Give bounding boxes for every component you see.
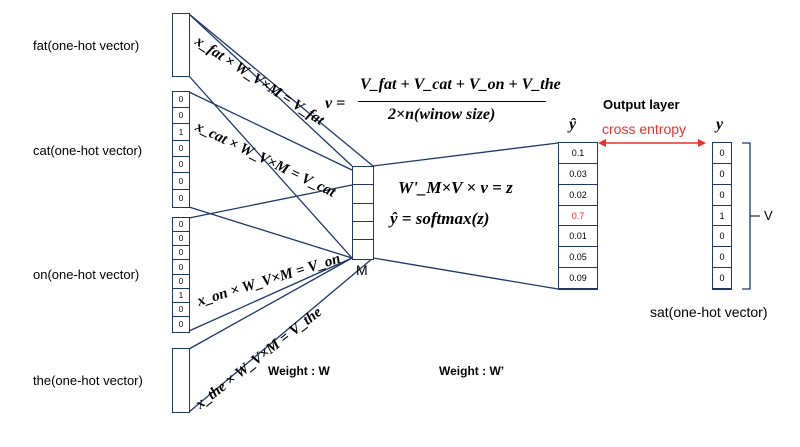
target-cell: 0 [713, 164, 731, 185]
vector-cell: 0 [173, 260, 189, 275]
edge-line [188, 257, 374, 413]
vector-on: 0 0 0 0 0 1 0 0 [172, 217, 190, 333]
hidden-cell [353, 222, 373, 240]
vector-cell: 0 [173, 173, 189, 190]
vector-cat: 0 0 1 0 0 0 0 [172, 91, 190, 208]
vector-cell: 0 [173, 157, 189, 173]
output-cell-highlight: 0.7 [559, 206, 597, 226]
vector-cell: 0 [173, 232, 189, 246]
vector-the [172, 348, 190, 413]
formula-v-lhs: v = [325, 95, 346, 112]
formula-z: W'_M×V × v = z [398, 178, 513, 197]
output-cell: 0.1 [559, 143, 597, 164]
hidden-cell [353, 204, 373, 222]
weight-w-label: Weight : W [268, 364, 330, 378]
output-cell: 0.09 [559, 268, 597, 289]
hidden-layer [352, 166, 374, 260]
vector-cell: 0 [173, 108, 189, 124]
edge-line [188, 206, 353, 259]
edge-line [188, 184, 353, 219]
target-cell: 0 [713, 143, 731, 164]
output-cell: 0.01 [559, 226, 597, 247]
vocab-size-label: V [764, 208, 773, 223]
cross-entropy-label: cross entropy [602, 121, 687, 137]
vector-cell: 0 [173, 303, 189, 317]
vector-fat [172, 13, 190, 77]
y-symbol: y [716, 116, 724, 133]
bracket-line [742, 142, 751, 290]
output-cell: 0.03 [559, 164, 597, 185]
vector-cell: 0 [173, 246, 189, 260]
output-vector: 0.1 0.03 0.02 0.7 0.01 0.05 0.09 [558, 142, 598, 290]
hidden-size-label: M [356, 262, 368, 278]
vector-cell: 0 [178, 194, 184, 203]
edge-line [188, 13, 374, 167]
formula-v-numerator: V_fat + V_cat + V_on + V_the [360, 76, 561, 93]
hidden-cell [353, 185, 373, 204]
fraction-bar [358, 101, 546, 102]
input-label-the: the(one-hot vector) [33, 373, 143, 388]
target-vector: 0 0 0 1 0 0 0 [712, 142, 732, 290]
yhat-symbol: ŷ [569, 116, 577, 133]
arrowhead-left [598, 139, 606, 147]
weight-w-prime-label: Weight : W’ [439, 364, 505, 378]
output-cell: 0.05 [559, 247, 597, 268]
formula-softmax: ŷ = softmax(z) [390, 209, 490, 228]
edge-line [188, 257, 353, 350]
hidden-cell [353, 240, 373, 259]
input-label-on: on(one-hot vector) [33, 267, 140, 282]
input-label-cat: cat(one-hot vector) [33, 143, 143, 158]
input-label-fat: fat(one-hot vector) [33, 38, 140, 53]
target-cell: 0 [713, 226, 731, 247]
hidden-cell [353, 167, 373, 185]
vector-cell: 1 [173, 124, 189, 141]
edge-line [188, 75, 353, 259]
edge-line [188, 13, 353, 167]
vector-cell: 1 [173, 289, 189, 303]
edge-line [372, 257, 559, 290]
vector-cell: 0 [173, 141, 189, 157]
output-layer-label: Output layer [603, 97, 680, 112]
target-cell: 1 [713, 206, 731, 226]
vector-cell: 0 [173, 218, 189, 232]
target-cell: 0 [713, 247, 731, 268]
edge-line [188, 91, 353, 171]
output-cell: 0.02 [559, 185, 597, 206]
vector-cell: 0 [173, 275, 189, 289]
vector-cell: 0 [178, 320, 184, 329]
target-cell: 0 [713, 268, 731, 289]
formula-v-denominator: 2×n(winow size) [388, 106, 496, 123]
vector-cell: 0 [173, 92, 189, 108]
edge-line [372, 142, 559, 167]
arrowhead-right [698, 139, 706, 147]
edge-line [188, 257, 353, 332]
target-cell: 0 [713, 185, 731, 206]
target-label: sat(one-hot vector) [650, 304, 768, 320]
